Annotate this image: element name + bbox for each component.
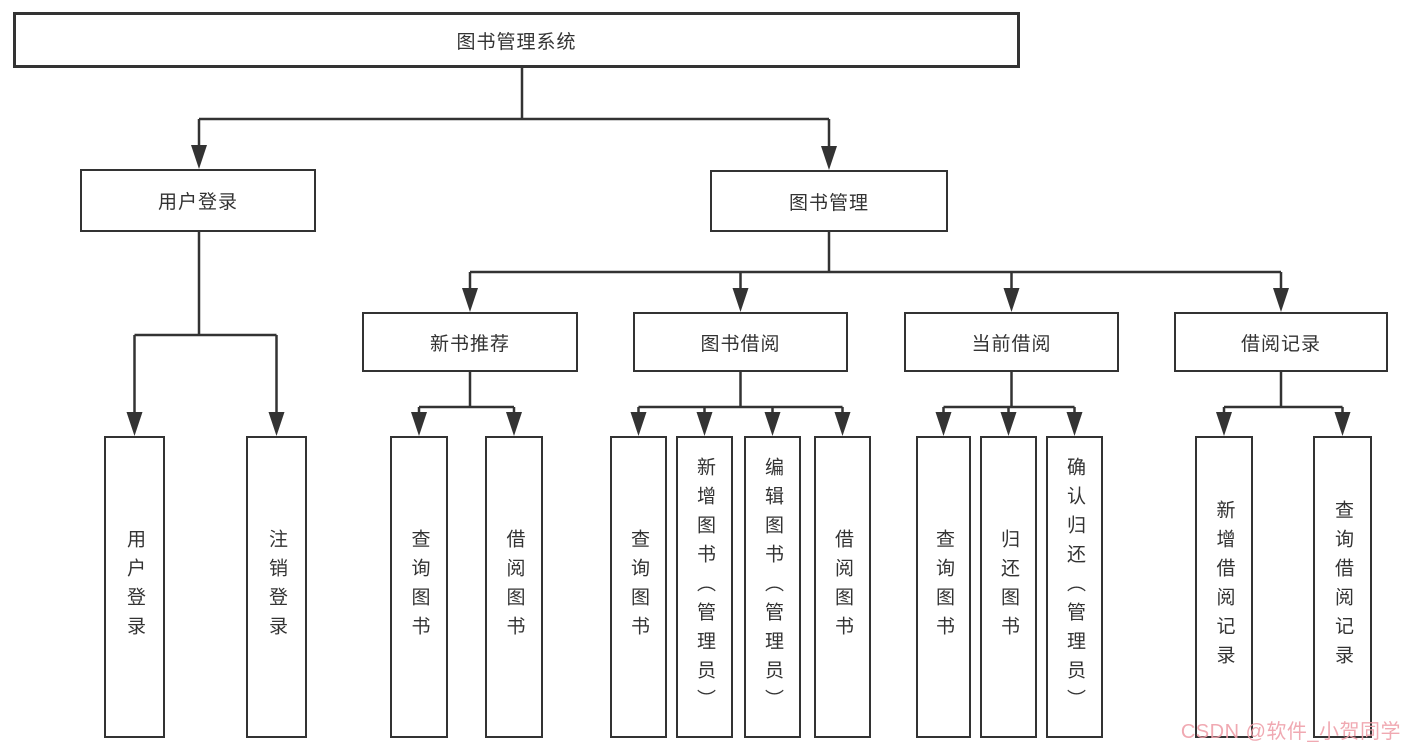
leaf-user-login: 用户登录 bbox=[104, 436, 165, 738]
leaf-bw-query-label: 查询图书 bbox=[628, 529, 649, 645]
leaf-bw-add: 新增图书（管理员） bbox=[676, 436, 733, 738]
leaf-nb-query-label: 查询图书 bbox=[408, 529, 430, 645]
leaf-bw-query: 查询图书 bbox=[610, 436, 667, 738]
leaf-rec-add: 新增借阅记录 bbox=[1195, 436, 1253, 738]
node-book-borrow: 图书借阅 bbox=[633, 312, 848, 372]
node-current-borrow-label: 当前借阅 bbox=[971, 333, 1052, 355]
leaf-rec-query-label: 查询借阅记录 bbox=[1332, 500, 1353, 674]
leaf-bw-edit-label: 编辑图书（管理员） bbox=[762, 456, 783, 718]
node-borrow-records-label: 借阅记录 bbox=[1240, 333, 1321, 355]
arrowheads bbox=[126, 145, 1351, 436]
node-user-login: 用户登录 bbox=[80, 169, 316, 232]
leaf-rec-query: 查询借阅记录 bbox=[1313, 436, 1372, 738]
leaf-cur-confirm: 确认归还（管理员） bbox=[1046, 436, 1103, 738]
leaf-rec-add-label: 新增借阅记录 bbox=[1213, 500, 1235, 674]
leaf-bw-borrow-label: 借阅图书 bbox=[832, 529, 853, 645]
leaf-cur-return: 归还图书 bbox=[980, 436, 1037, 738]
leaf-nb-borrow: 借阅图书 bbox=[485, 436, 543, 738]
connector-paths bbox=[133, 67, 1344, 417]
node-root-label: 图书管理系统 bbox=[456, 31, 577, 53]
node-new-book-rec-label: 新书推荐 bbox=[429, 333, 510, 355]
node-user-login-label: 用户登录 bbox=[157, 192, 238, 213]
node-book-borrow-label: 图书借阅 bbox=[700, 333, 781, 355]
leaf-bw-borrow: 借阅图书 bbox=[814, 436, 871, 738]
node-book-mgmt-label: 图书管理 bbox=[788, 192, 869, 214]
leaf-cur-query-label: 查询图书 bbox=[933, 529, 954, 645]
leaf-nb-borrow-label: 借阅图书 bbox=[503, 529, 525, 645]
leaf-cur-query: 查询图书 bbox=[916, 436, 971, 738]
csdn-watermark: CSDN @软件_小贺同学 bbox=[1180, 721, 1401, 743]
node-current-borrow: 当前借阅 bbox=[904, 312, 1119, 372]
leaf-cur-return-label: 归还图书 bbox=[998, 529, 1019, 645]
leaf-nb-query: 查询图书 bbox=[390, 436, 448, 738]
leaf-user-login-label: 用户登录 bbox=[124, 529, 145, 645]
leaf-cur-confirm-label: 确认归还（管理员） bbox=[1064, 456, 1085, 718]
leaf-bw-edit: 编辑图书（管理员） bbox=[744, 436, 801, 738]
leaf-logout: 注销登录 bbox=[246, 436, 307, 738]
node-root: 图书管理系统 bbox=[13, 12, 1020, 68]
leaf-bw-add-label: 新增图书（管理员） bbox=[694, 456, 715, 718]
node-borrow-records: 借阅记录 bbox=[1174, 312, 1388, 372]
node-new-book-rec: 新书推荐 bbox=[362, 312, 578, 372]
leaf-logout-label: 注销登录 bbox=[266, 529, 287, 645]
node-book-mgmt: 图书管理 bbox=[710, 170, 948, 232]
